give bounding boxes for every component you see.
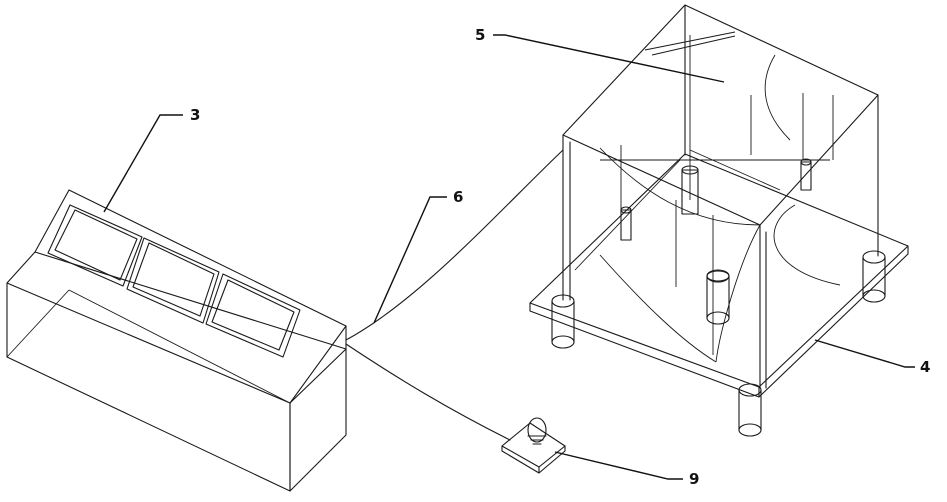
label-4: 4 bbox=[920, 358, 930, 376]
box-hidden-edge bbox=[7, 290, 69, 357]
leg-2-bottom bbox=[739, 424, 761, 436]
solar-panel-3 bbox=[206, 274, 300, 357]
controller-base-top bbox=[502, 423, 565, 467]
membrane-arc-back bbox=[765, 55, 790, 140]
solar-panel-2 bbox=[127, 238, 219, 323]
leg-4-top bbox=[707, 270, 729, 282]
leader-4 bbox=[815, 340, 915, 367]
box-end-face bbox=[290, 349, 346, 491]
controller-device bbox=[502, 418, 565, 473]
label-6: 6 bbox=[453, 188, 463, 206]
top-wire-2 bbox=[652, 36, 735, 55]
membrane-curve-bottom bbox=[600, 255, 716, 362]
leader-6 bbox=[374, 197, 447, 323]
leg-3-top bbox=[863, 251, 885, 263]
reference-labels: 3 4 5 6 9 bbox=[190, 26, 930, 488]
solar-panel-box bbox=[7, 190, 346, 491]
leg-3-bottom bbox=[863, 290, 885, 302]
controller-base-side bbox=[502, 446, 565, 473]
box-front-face bbox=[7, 283, 290, 491]
solar-panel-1-inner bbox=[55, 210, 137, 280]
label-3: 3 bbox=[190, 106, 200, 124]
membrane-curve-front bbox=[716, 225, 760, 362]
membrane-arc-right bbox=[774, 205, 840, 285]
solar-panel-1 bbox=[48, 205, 142, 286]
controller-sensor-mount bbox=[528, 436, 546, 444]
leg-1-bottom bbox=[552, 336, 574, 348]
platform-side bbox=[530, 246, 908, 397]
leader-lines bbox=[104, 35, 915, 479]
box-ridge-line bbox=[35, 252, 346, 349]
cylinder-c-top bbox=[707, 271, 729, 281]
tank-inner-diagonal bbox=[575, 160, 680, 270]
box-top-slope bbox=[7, 190, 346, 349]
solar-panel-3-inner bbox=[212, 280, 294, 350]
leader-9 bbox=[555, 452, 683, 479]
label-5: 5 bbox=[475, 26, 485, 44]
tank-inner-diagonal-2 bbox=[690, 150, 780, 190]
tank-assembly bbox=[530, 5, 908, 436]
cable-to-controller bbox=[346, 344, 510, 440]
tank-top bbox=[563, 5, 878, 225]
platform-legs bbox=[552, 251, 885, 436]
water-tank bbox=[563, 5, 878, 388]
solar-panel-2-inner bbox=[133, 243, 214, 316]
leader-3 bbox=[104, 115, 183, 212]
leader-5 bbox=[493, 35, 724, 82]
leg-4-bottom bbox=[707, 312, 729, 324]
label-9: 9 bbox=[689, 470, 699, 488]
controller-sensor-dish bbox=[528, 418, 546, 442]
box-top-edge bbox=[290, 326, 346, 403]
cylinder-d bbox=[801, 162, 811, 190]
